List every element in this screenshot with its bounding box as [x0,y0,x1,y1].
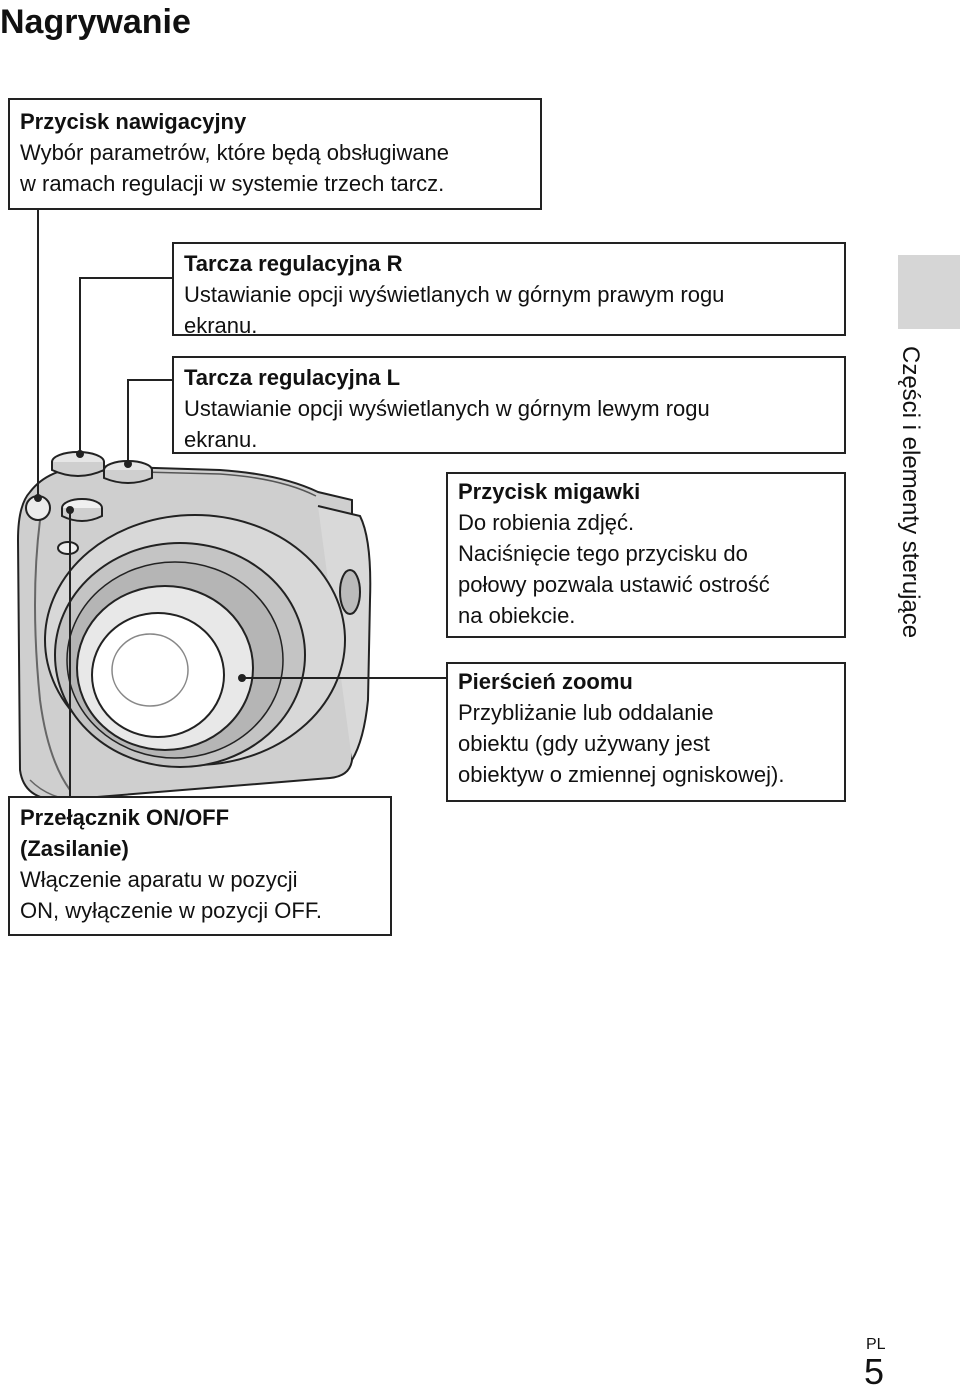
leader-dial-r [79,277,175,452]
callout-line: w ramach regulacji w systemie trzech tar… [20,171,445,196]
callout-title: (Zasilanie) [20,836,129,861]
callout-dial-r: Tarcza regulacyjna R Ustawianie opcji wy… [172,242,846,338]
callout-line: połowy pozwala ustawić ostrość [458,572,770,597]
callout-title: Przycisk nawigacyjny [20,109,247,134]
callout-line: Ustawianie opcji wyświetlanych w górnym … [184,396,710,421]
callout-line: Naciśnięcie tego przycisku do [458,541,748,566]
page-number: 5 [864,1351,885,1392]
callout-title: Tarcza regulacyjna L [184,365,401,390]
callout-navigation-button: Przycisk nawigacyjny Wybór parametrów, k… [8,98,542,210]
callout-zoom-ring: Pierścień zoomu Przybliżanie lub oddalan… [446,662,846,802]
camera-illustration [16,451,372,802]
af-lamp [57,541,79,555]
callout-line: obiektu (gdy używany jest [458,731,710,756]
callout-title: Tarcza regulacyjna R [184,251,403,276]
callout-title: Pierścień zoomu [458,669,633,694]
language-code: PL [866,1336,886,1353]
callout-title: Przycisk migawki [458,479,641,504]
section-tab-marker [898,255,960,329]
lens-front-element [91,612,225,738]
callout-line: Przybliżanie lub oddalanie [458,700,714,725]
callout-line: Ustawianie opcji wyświetlanych w górnym … [184,282,725,307]
callout-dial-l: Tarcza regulacyjna L Ustawianie opcji wy… [172,356,846,454]
callout-line: ON, wyłączenie w pozycji OFF. [20,898,322,923]
lens-reflection [111,633,189,707]
top-plate [59,469,317,497]
camera-grip [34,519,71,791]
section-side-label: Części i elementy sterujące [897,346,924,639]
callout-line: Do robienia zdjęć. [458,510,635,535]
leader-lines [34,208,448,798]
leader-dial-l [127,379,175,462]
callout-power-switch: Przełącznik ON/OFF (Zasilanie) Włączenie… [8,796,392,936]
callout-line: ekranu. [184,427,258,452]
callout-line: ekranu. [184,313,258,338]
callout-line: Wybór parametrów, które będą obsługiwane [20,140,450,165]
callout-shutter-button: Przycisk migawki Do robienia zdjęć. Naci… [446,472,846,638]
callout-line: na obiekcie. [458,603,576,628]
strap-lug [339,569,361,615]
callout-line: Włączenie aparatu w pozycji [20,867,298,892]
page-title: Nagrywanie [0,3,191,41]
callout-title: Przełącznik ON/OFF [20,805,230,830]
callout-line: obiektyw o zmiennej ogniskowej). [458,762,785,787]
